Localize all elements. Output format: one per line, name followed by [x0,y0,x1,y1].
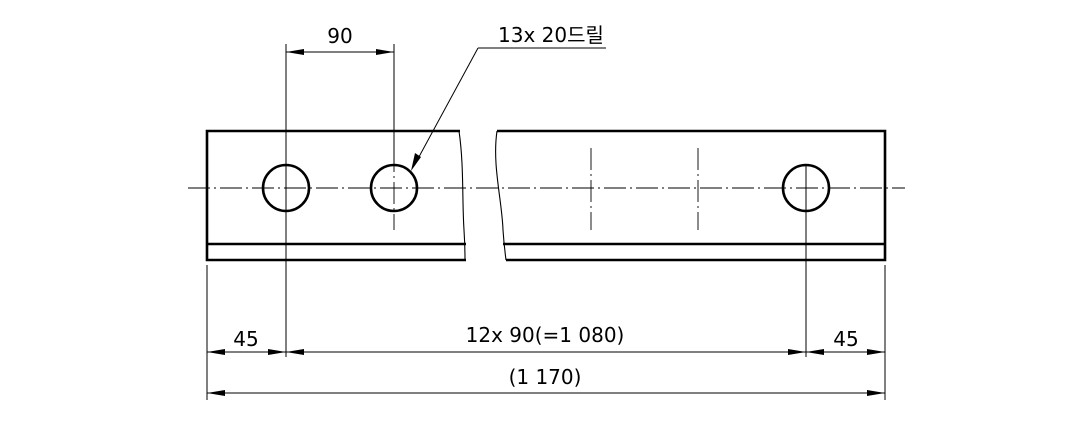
dimension-chain-lower: 45 12x 90(=1 080) 45 [207,323,885,355]
break-line-right [495,130,507,261]
dimension-pitch-top: 90 [286,24,394,55]
part-outline-left [205,129,466,262]
dimension-label-overall: (1 170) [509,365,582,389]
dimension-label-pitch-total: 12x 90(=1 080) [466,323,625,347]
dimension-label-end-left: 45 [233,327,258,351]
drill-note-label: 13x 20드릴 [498,23,604,47]
part-outline-right [497,129,887,262]
dimension-overall: (1 170) [207,365,885,396]
dimension-label-pitch-top: 90 [327,24,352,48]
break-line-left [458,130,466,261]
dimension-label-end-right: 45 [833,327,858,351]
drill-leader: 13x 20드릴 [411,23,606,171]
